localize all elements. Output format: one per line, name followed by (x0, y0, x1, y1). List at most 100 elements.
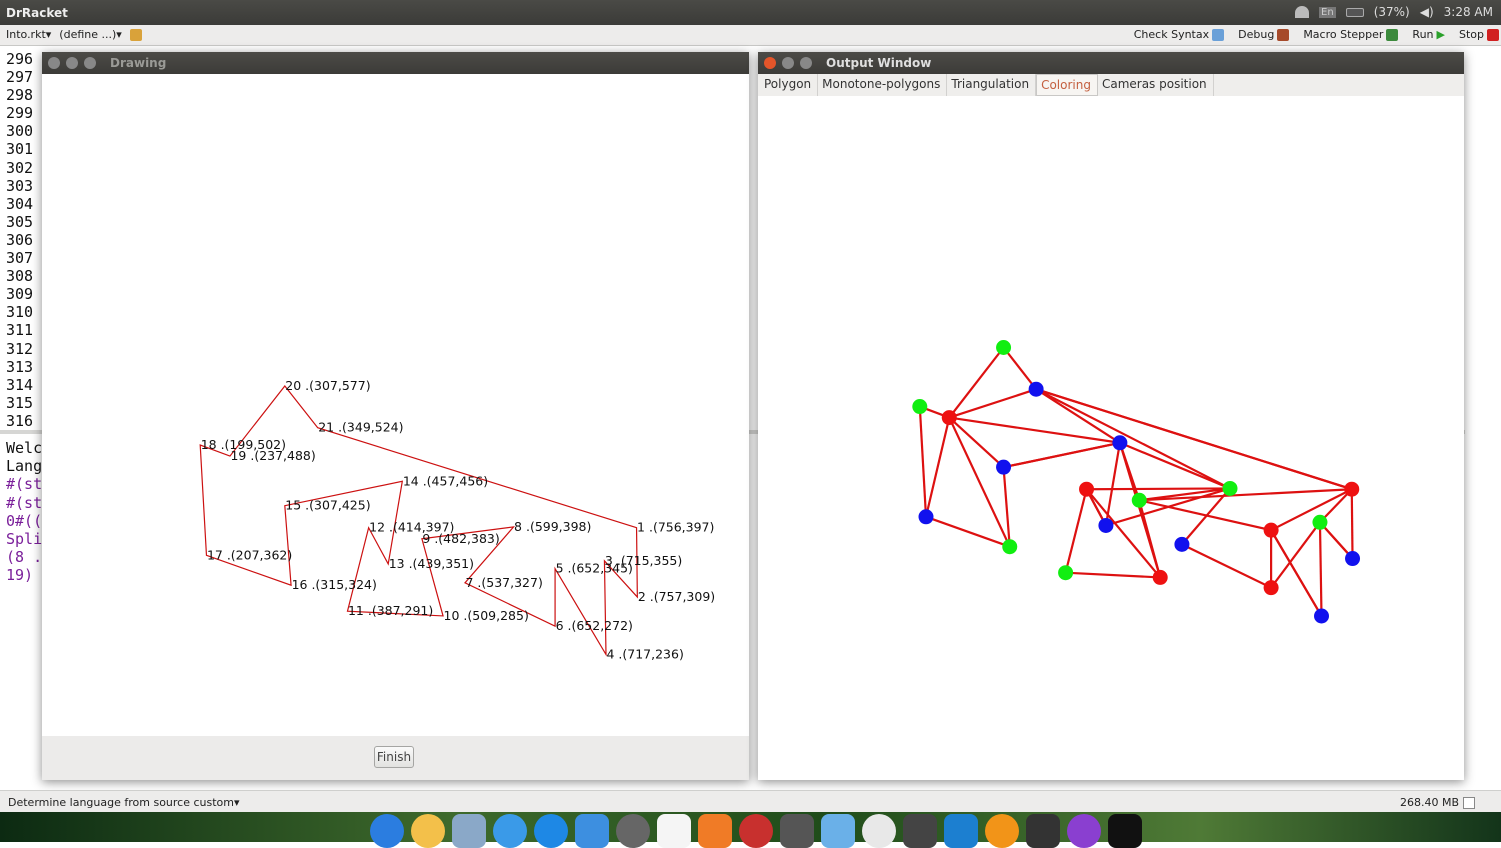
clock-icon[interactable] (862, 814, 896, 848)
language-selector[interactable]: Determine language from source custom▾ (8, 796, 240, 809)
close-window-icon[interactable] (764, 57, 776, 69)
volume-icon[interactable]: ◀) (1419, 5, 1434, 19)
dock (0, 812, 1501, 848)
debug-icon (1277, 28, 1290, 41)
system-tray: En (37%) ◀) 3:28 AM (1295, 5, 1493, 19)
pane-divider[interactable] (0, 430, 1501, 434)
drracket-icon[interactable] (739, 814, 773, 848)
line-number: 297 (6, 68, 34, 87)
line-number: 303 (6, 176, 34, 195)
repl-line: (8 . (6, 548, 43, 567)
graph-edge (1085, 488, 1162, 579)
vertex-label: 20 .(307,577) (285, 378, 370, 393)
drawing-titlebar[interactable]: Drawing (42, 52, 749, 74)
code-editor-icon[interactable] (1026, 814, 1060, 848)
graph-node-blue (1028, 381, 1044, 397)
finder-icon[interactable] (575, 814, 609, 848)
line-number: 301 (6, 140, 34, 159)
graph-edge (1318, 522, 1323, 617)
graph-edge (948, 388, 1037, 419)
save-icon (129, 28, 142, 41)
tab-cameras-position[interactable]: Cameras position (1098, 74, 1214, 96)
save-button[interactable] (129, 28, 142, 41)
graph-edge (949, 416, 1121, 444)
repl-line: #(st (6, 493, 43, 512)
graph-node-blue (996, 459, 1012, 475)
tab-polygon[interactable]: Polygon (760, 74, 819, 96)
graph-edge (1139, 487, 1231, 502)
graph-node-green (996, 339, 1012, 355)
macro-stepper-button[interactable]: Macro Stepper (1303, 28, 1399, 41)
vertex-label: 1 .(756,397) (637, 520, 714, 535)
graph-node-green (1002, 539, 1018, 555)
google-icon[interactable] (698, 814, 732, 848)
vertex-label: 13 .(439,351) (389, 556, 474, 571)
cursor-icon[interactable] (944, 814, 978, 848)
tools-icon[interactable] (780, 814, 814, 848)
repl-line: Split (6, 530, 44, 549)
memory-indicator[interactable]: 268.40 MB (1400, 796, 1475, 809)
graph-edge (1139, 499, 1272, 532)
close-window-icon[interactable] (48, 57, 60, 69)
vertex-label: 4 .(717,236) (607, 647, 684, 662)
coloring-canvas[interactable] (758, 96, 1464, 780)
maximize-window-icon[interactable] (800, 57, 812, 69)
preview-icon[interactable] (452, 814, 486, 848)
drawing-window: Drawing 1 .(756,397)2 .(757,309)3 .(715,… (42, 52, 749, 780)
debug-button[interactable]: Debug (1238, 28, 1290, 41)
maximize-window-icon[interactable] (84, 57, 96, 69)
drawing-canvas[interactable]: 1 .(756,397)2 .(757,309)3 .(715,355)4 .(… (42, 74, 749, 736)
define-menu[interactable]: (define ...)▾ (59, 28, 122, 41)
graph-edge (924, 417, 951, 518)
tab-monotone-polygons[interactable]: Monotone-polygons (818, 74, 948, 96)
coloring-graph (912, 339, 1361, 624)
file-menu[interactable]: Into.rkt▾ (6, 28, 52, 41)
calendar-icon[interactable] (657, 814, 691, 848)
vertex-label: 17 .(207,362) (207, 547, 292, 562)
vertex-label: 9 .(482,383) (422, 531, 499, 546)
clock[interactable]: 3:28 AM (1443, 5, 1493, 19)
check-syntax-button[interactable]: Check Syntax (1133, 28, 1225, 41)
graph-edge (1035, 388, 1353, 491)
magnifier-check-icon (1212, 28, 1225, 41)
line-number: 296 (6, 50, 34, 68)
line-number: 304 (6, 194, 34, 213)
tab-coloring[interactable]: Coloring (1036, 74, 1098, 96)
minimize-window-icon[interactable] (782, 57, 794, 69)
graph-edge (1139, 488, 1352, 502)
line-number: 306 (6, 230, 34, 249)
graph-edge (1319, 488, 1353, 524)
graph-node-blue (1098, 517, 1114, 533)
folder-icon[interactable] (821, 814, 855, 848)
graph-edge (1270, 529, 1323, 617)
run-label: Run (1412, 28, 1434, 41)
wifi-icon[interactable] (1295, 6, 1310, 18)
vlc-icon[interactable] (985, 814, 1019, 848)
graph-edge (1002, 346, 1037, 390)
browser-icon[interactable] (370, 814, 404, 848)
stop-button[interactable]: Stop (1459, 28, 1499, 41)
output-titlebar[interactable]: Output Window (758, 52, 1464, 74)
safari-icon[interactable] (493, 814, 527, 848)
emacs-icon[interactable] (1067, 814, 1101, 848)
finish-button[interactable]: Finish (374, 746, 414, 768)
check-syntax-label: Check Syntax (1133, 28, 1210, 41)
graph-edge (1035, 388, 1121, 444)
repl-line: 19) (6, 566, 34, 585)
calculator-icon[interactable] (903, 814, 937, 848)
stop-icon (1487, 28, 1499, 41)
photos-icon[interactable] (411, 814, 445, 848)
vertex-label: 5 .(652,345) (556, 561, 633, 576)
app-store-icon[interactable] (534, 814, 568, 848)
interactions-pane[interactable]: WelcoLangu#(st#(st0#((Split(8 .19) (0, 434, 44, 768)
keyboard-indicator[interactable]: En (1319, 6, 1336, 18)
system-top-bar: DrRacket En (37%) ◀) 3:28 AM (0, 0, 1501, 25)
settings-icon[interactable] (616, 814, 650, 848)
tab-triangulation[interactable]: Triangulation (947, 74, 1037, 96)
terminal-icon[interactable] (1108, 814, 1142, 848)
battery-icon[interactable] (1345, 7, 1364, 17)
line-number: 302 (6, 158, 34, 177)
run-button[interactable]: Run▶ (1412, 28, 1445, 41)
minimize-window-icon[interactable] (66, 57, 78, 69)
